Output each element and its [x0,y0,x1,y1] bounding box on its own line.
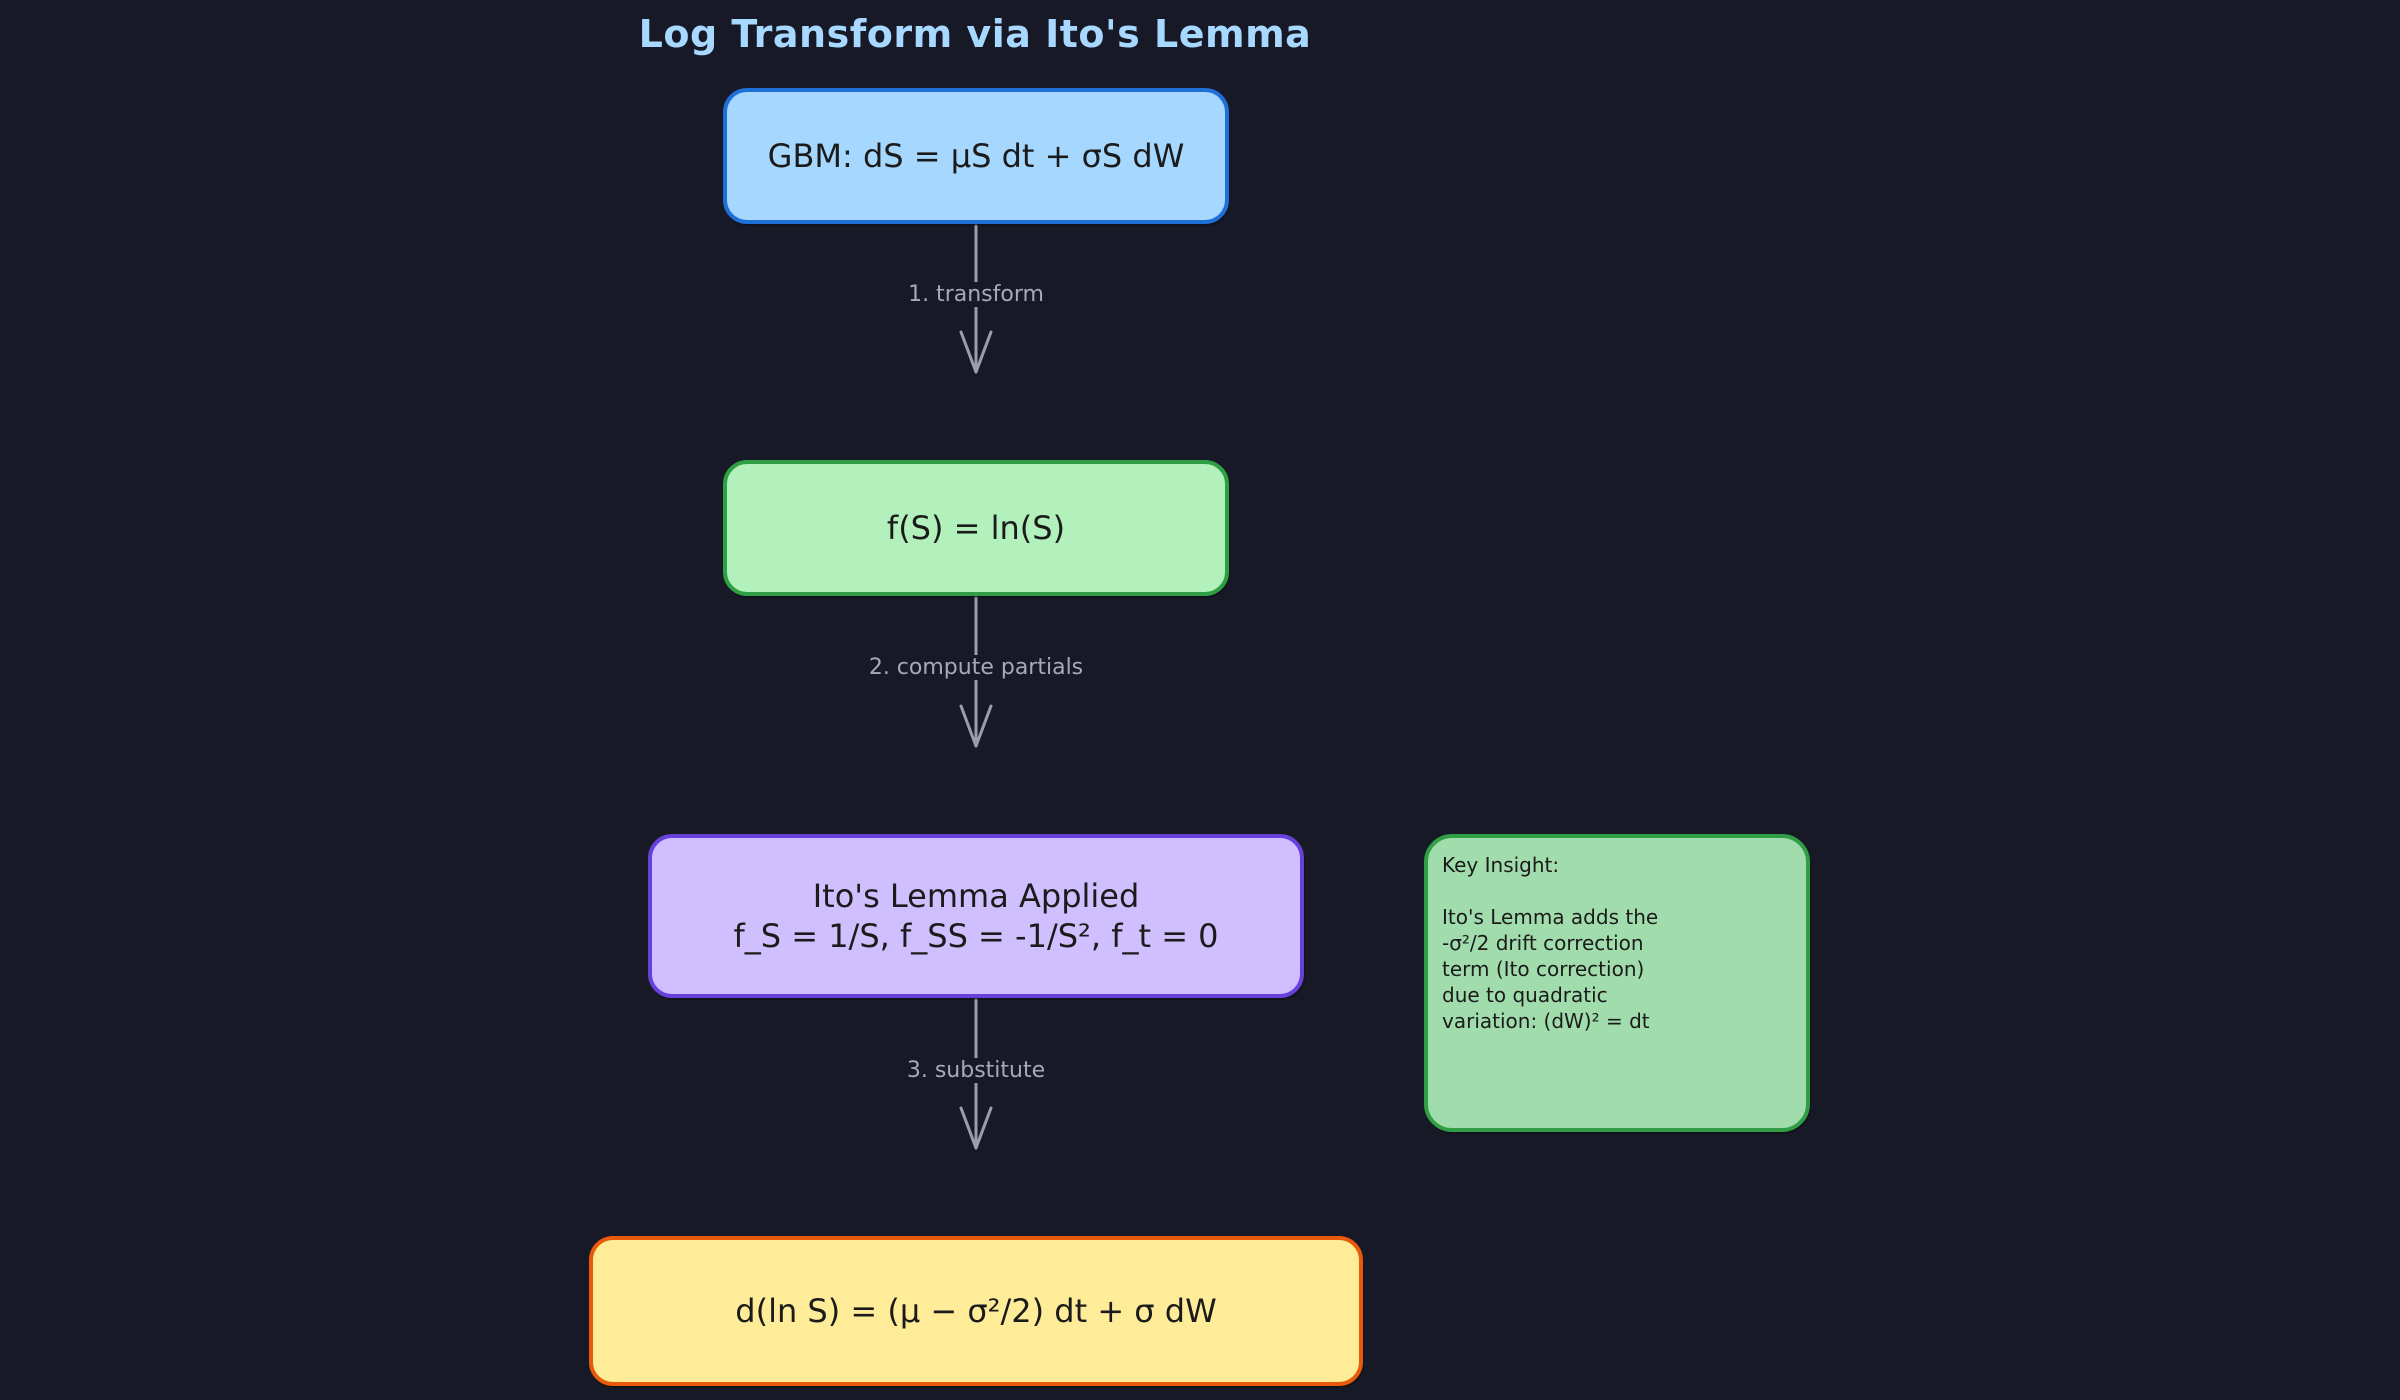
ito-lemma-partials: f_S = 1/S, f_SS = -1/S², f_t = 0 [733,917,1219,955]
ito-lemma-node[interactable]: Ito's Lemma Applied f_S = 1/S, f_SS = -1… [648,834,1304,998]
key-insight-line: variation: (dW)² = dt [1442,1009,1650,1033]
result-equation-node[interactable]: d(ln S) = (μ − σ²/2) dt + σ dW [589,1236,1363,1386]
ito-lemma-heading: Ito's Lemma Applied [812,877,1140,915]
key-insight-line: -σ²/2 drift correction [1442,931,1644,955]
key-insight-line: Ito's Lemma adds the [1442,905,1659,929]
edge-label-substitute: 3. substitute [796,1058,1156,1083]
log-function-text: f(S) = ln(S) [886,509,1066,547]
key-insight-line: due to quadratic [1442,983,1608,1007]
key-insight-heading: Key Insight: [1442,853,1560,877]
diagram-title: Log Transform via Ito's Lemma [638,12,1312,56]
gbm-equation-node[interactable]: GBM: dS = μS dt + σS dW [723,88,1229,224]
key-insight-note[interactable]: Key Insight: Ito's Lemma adds the -σ²/2 … [1424,834,1810,1132]
log-function-node[interactable]: f(S) = ln(S) [723,460,1229,596]
edge-label-compute-partials: 2. compute partials [796,655,1156,680]
edge-label-transform: 1. transform [796,282,1156,307]
result-equation-text: d(ln S) = (μ − σ²/2) dt + σ dW [735,1292,1217,1330]
gbm-equation-text: GBM: dS = μS dt + σS dW [767,137,1185,175]
key-insight-line: term (Ito correction) [1442,957,1645,981]
